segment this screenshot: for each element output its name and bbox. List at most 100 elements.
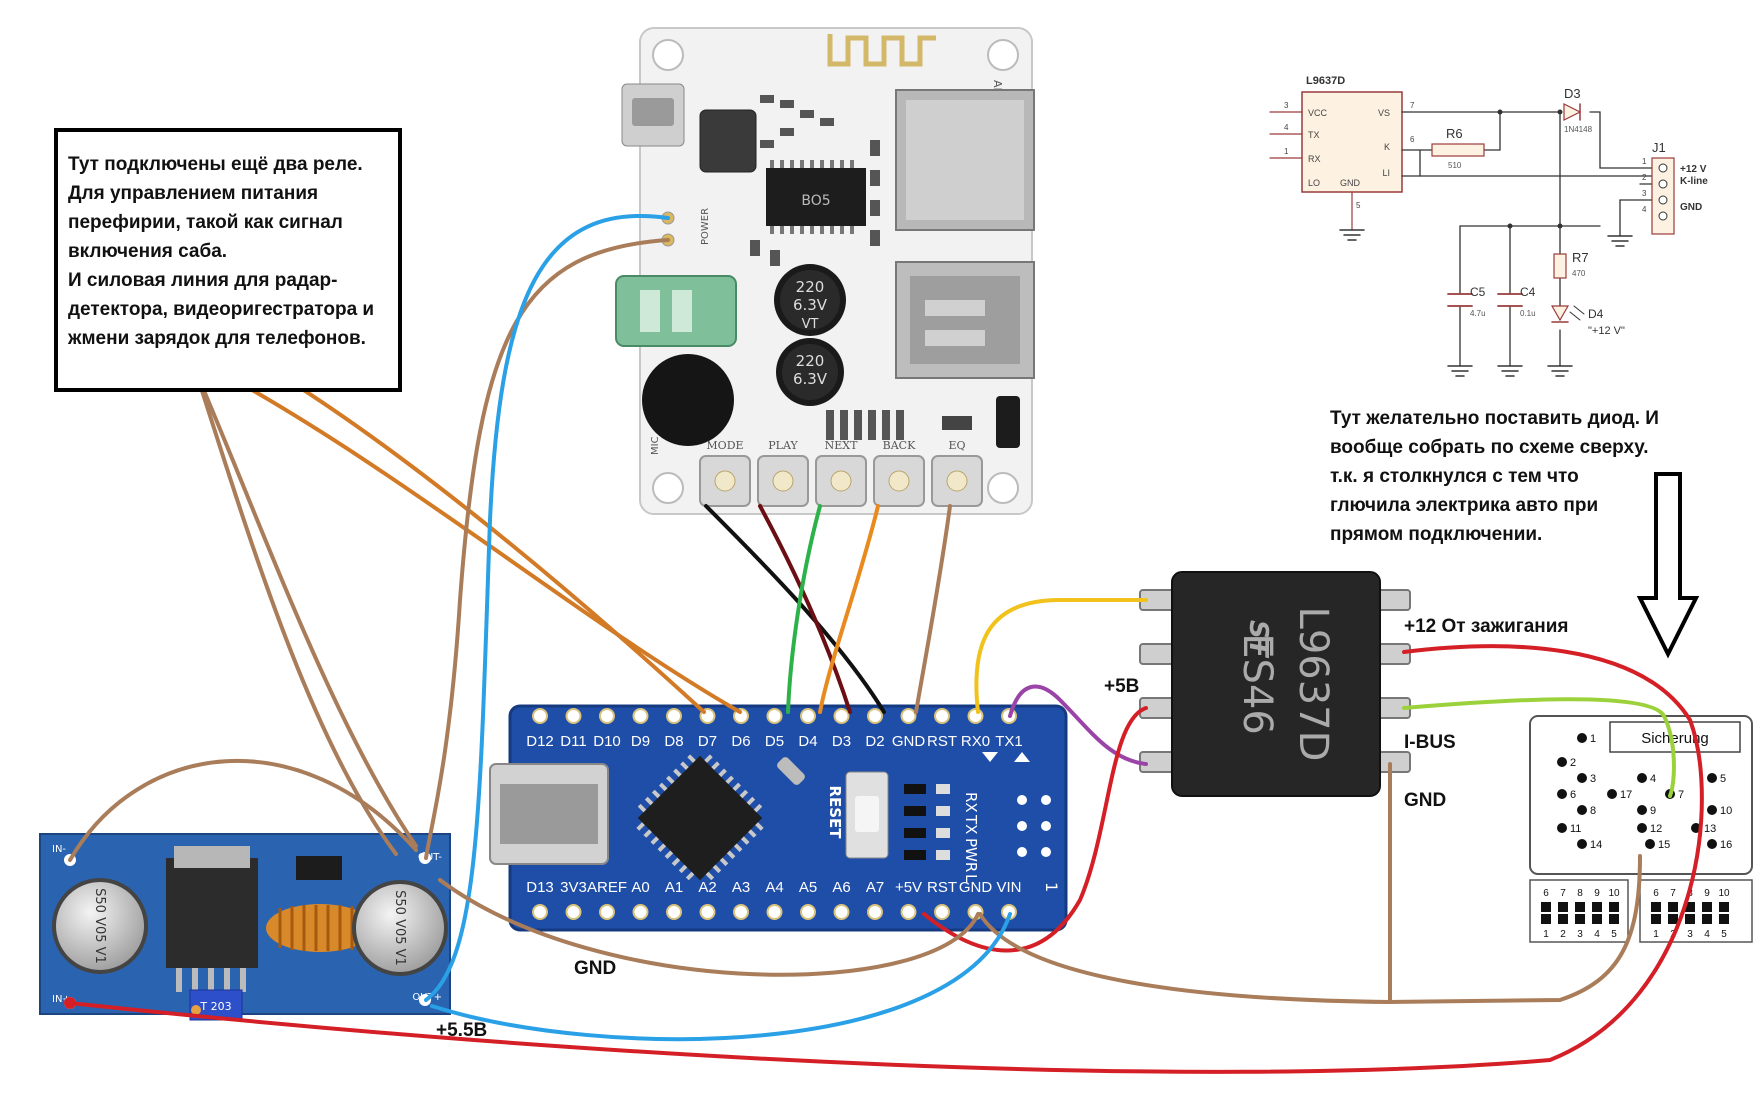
arduino-pin-label: D8 <box>664 733 683 750</box>
note-line: детектора, видеоригестратора и <box>68 299 375 320</box>
wire-brown <box>194 370 418 848</box>
wire-brown <box>978 912 1392 1004</box>
fuse-pin-label: 9 <box>1704 888 1710 899</box>
obd-pin-dot-icon <box>1577 733 1587 743</box>
fuse-pin-label: 1 <box>1653 929 1659 940</box>
wire-blue <box>424 214 670 1002</box>
pin-hole-icon <box>699 904 716 920</box>
obd-pin-dot-icon <box>1577 773 1587 783</box>
pin-hole-icon <box>565 708 582 724</box>
pin-hole-icon <box>532 708 548 724</box>
j1-label: J1 <box>1652 140 1666 155</box>
l9637d-chip: L9637D ES46 ST <box>1139 571 1411 797</box>
pin-hole-icon <box>632 904 649 920</box>
fuse-slot-icon <box>1719 914 1729 924</box>
fuse-slot-icon <box>1541 914 1551 924</box>
wire-brown <box>914 504 952 714</box>
fuse-slot-icon <box>1592 914 1602 924</box>
obd-pin-label: 4 <box>1650 773 1656 785</box>
d4-value: "+12 V" <box>1588 325 1625 337</box>
obd-pin-label: 7 <box>1678 789 1684 801</box>
buck-in-minus-label: IN- <box>52 844 66 855</box>
fuse-pin-label: 1 <box>1543 929 1549 940</box>
pin-hole-icon <box>800 708 816 724</box>
note-line: глючила электрика авто при <box>1330 495 1599 516</box>
obd-title: Sicherung <box>1641 730 1709 747</box>
pin-hole-icon <box>532 904 548 920</box>
obd-pin-dot-icon <box>1557 823 1567 833</box>
cap-text-voltage: 6.3V <box>793 370 828 388</box>
fuse-slot-icon <box>1651 902 1661 912</box>
obd-pin-label: 10 <box>1720 805 1732 817</box>
plus55-label: +5.5В <box>436 1020 488 1041</box>
obd-pin-label: 14 <box>1590 839 1602 851</box>
cap-text-value: 220 <box>796 278 825 296</box>
arduino-pin-label: D10 <box>593 733 621 750</box>
bt-button-next: NEXT <box>815 439 867 507</box>
arduino-pin-label: D12 <box>526 733 554 750</box>
bluetooth-board: ANT BO5 220 6.3V VT <box>615 27 1035 515</box>
arduino-pin-label: A0 <box>631 879 649 896</box>
arduino-pin-label: D3 <box>832 733 851 750</box>
arduino-pin-label: A4 <box>765 879 783 896</box>
fuse-pin-label: 3 <box>1687 929 1693 940</box>
schematic-pin-left: RX <box>1308 154 1321 164</box>
wire-brown <box>438 878 980 977</box>
fuse-pin-label: 2 <box>1560 929 1566 940</box>
gnd-bottom-label: GND <box>574 958 617 979</box>
arduino-pin-label: A2 <box>698 879 716 896</box>
schematic-pin-num: 1 <box>1284 147 1289 156</box>
obd-pin-dot-icon <box>1707 839 1717 849</box>
ibus-label: I-BUS <box>1404 732 1456 753</box>
diode-d3-icon <box>1563 103 1582 121</box>
schematic-pin-num: 7 <box>1410 101 1415 110</box>
j1-pin-label: +12 V <box>1680 164 1707 175</box>
arduino-side-label: RX <box>962 792 980 813</box>
ground-symbol-icon <box>1607 235 1633 247</box>
fuse-slot-icon <box>1558 902 1568 912</box>
mount-hole-icon <box>652 472 684 504</box>
pin-hole-icon <box>733 904 749 920</box>
note-line: Для управлением питания <box>68 183 319 204</box>
capacitor-c5-icon <box>1447 293 1473 307</box>
note-line: вообще собрать по схеме сверху. <box>1330 437 1649 458</box>
fuse-slot-icon <box>1575 914 1585 924</box>
bt-button-eq: EQ <box>931 439 983 507</box>
schematic-pin-num: 3 <box>1284 101 1289 110</box>
fuse-slot-icon <box>1702 902 1712 912</box>
pin-hole-icon <box>800 904 816 920</box>
capacitor-c4-icon <box>1497 293 1523 307</box>
fuse-slot-icon <box>1668 902 1678 912</box>
arduino-pin-label: A7 <box>866 879 884 896</box>
power-label: POWER <box>700 208 711 245</box>
fuse-slot-icon <box>1685 914 1695 924</box>
fuse-pin-label: 7 <box>1670 888 1676 899</box>
note-line: включения саба. <box>68 241 228 262</box>
j1-pin-num: 2 <box>1642 173 1647 182</box>
resistor-r7-icon <box>1553 253 1567 279</box>
fuse-slot-icon <box>1702 914 1712 924</box>
schematic-pin-right: VS <box>1378 108 1390 118</box>
fuse-slot-icon <box>1592 902 1602 912</box>
obd-pin-dot-icon <box>1577 805 1587 815</box>
arduino-pin-label: +5V <box>895 879 922 896</box>
bt-button-label: NEXT <box>825 439 858 452</box>
arduino-pin-label: D2 <box>865 733 884 750</box>
pin-hole-icon <box>632 708 649 724</box>
obd-pin-label: 11 <box>1570 823 1581 835</box>
ignition-label: +12 От зажигания <box>1404 616 1569 637</box>
pin-hole-icon <box>833 904 850 920</box>
obd-pin-dot-icon <box>1645 839 1655 849</box>
fuse-pin-label: 4 <box>1594 929 1600 940</box>
d3-label: D3 <box>1564 86 1581 101</box>
wire-red <box>68 644 1704 1074</box>
note-line: И силовая линия для радар- <box>68 270 338 291</box>
wire-orange <box>818 504 880 714</box>
note-line: перефирии, такой как сигнал <box>68 212 343 233</box>
fuse-pin-label: 3 <box>1577 929 1583 940</box>
pin-hole-icon <box>900 708 917 724</box>
obd-pin-dot-icon <box>1607 789 1617 799</box>
ir-receiver-icon <box>996 396 1020 448</box>
